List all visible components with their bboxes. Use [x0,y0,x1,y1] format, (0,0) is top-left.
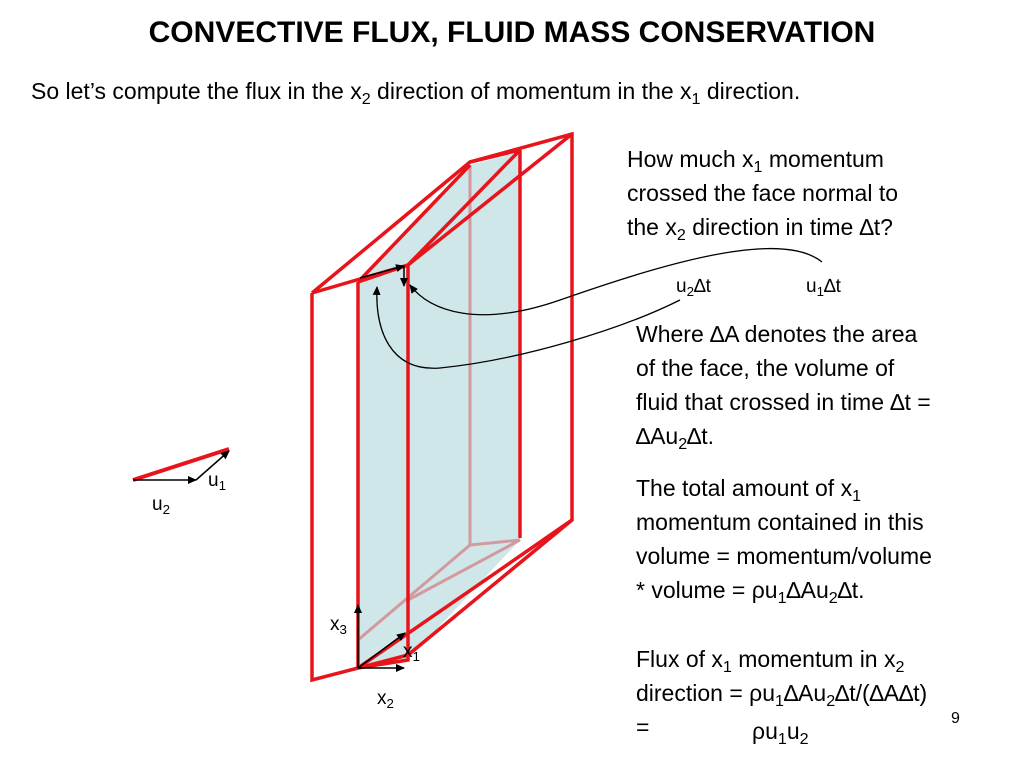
u2-sub: 2 [162,501,170,517]
question-line-1: How much x1 momentum [627,142,898,176]
flux-result: ρu1u2 [752,714,809,748]
where-line-1: Where ∆A denotes the area [636,321,918,347]
u1-sub: 1 [218,477,226,493]
flux-l1b: momentum in x [731,646,896,672]
x1-sub: 1 [412,648,420,664]
slide-subtitle: So let’s compute the flux in the x2 dire… [31,78,801,108]
total-l4-sub2: 2 [828,588,838,607]
question-text: How much x1 momentum crossed the face no… [627,142,898,244]
where-text: Where ∆A denotes the area of the face, t… [636,317,931,453]
flux-line-2: direction = ρu1∆Au2∆t/(∆A∆t) [636,676,927,710]
total-l1a: The total amount of x [636,475,853,501]
question-l3-sub: 2 [676,225,686,244]
flux-l2-sub1: 1 [775,691,784,710]
total-l4c: ∆t. [837,577,865,603]
subtitle-part-2: direction of momentum in the x [370,78,692,104]
u1dt-sub: 1 [816,283,824,299]
u1-component-arrow [195,450,230,481]
where-line-3: fluid that crossed in time ∆t = [636,389,931,415]
x3-sub: 3 [339,621,347,637]
total-l4b: ∆Au [786,577,829,603]
x3-a: x [330,614,340,635]
flux-line-1: Flux of x1 momentum in x2 [636,642,927,676]
flux-l1a: Flux of x [636,646,723,672]
total-line-3: volume = momentum/volume [636,543,932,569]
x2-sub: 2 [386,695,394,711]
subtitle-part-1: So let’s compute the flux in the x [31,78,362,104]
total-l4a: * volume = ρu [636,577,778,603]
subtitle-sub-2: 1 [691,89,701,108]
control-volume-box [310,131,574,683]
question-line-3: the x2 direction in time ∆t? [627,210,898,244]
total-l1-sub: 1 [852,486,862,505]
flux-l2c: ∆t/(∆A∆t) [835,680,928,706]
flux-l1-sub2: 2 [895,657,905,676]
u1-label: u1 [208,470,226,492]
question-l3b: direction in time ∆t? [685,214,893,240]
x1-axis-arrow [357,632,406,669]
where-line-2: of the face, the volume of [636,355,895,381]
where-line-4: ∆Au2∆t. [636,419,931,453]
u1dt-b: ∆t [823,276,841,297]
fluid-face [358,152,520,668]
page-number: 9 [951,710,960,727]
total-l4-sub1: 1 [777,588,787,607]
question-l3a: the x [627,214,677,240]
flux-l2b: ∆Au [783,680,827,706]
flux-text: Flux of x1 momentum in x2 direction = ρu… [636,642,927,744]
question-l1a: How much x [627,146,754,172]
flux-line-3: = [636,714,650,740]
where-l4-sub: 2 [678,434,688,453]
u2dt-sub: 2 [686,283,694,299]
flux-l2-sub2: 2 [826,691,836,710]
x2-axis-label: x2 [377,688,394,710]
u2dt-label: u2∆t [676,276,711,298]
total-line-4: * volume = ρu1∆Au2∆t. [636,573,932,607]
u2dt-b: ∆t [693,276,711,297]
u1-a: u [208,470,219,491]
x1-axis-label: x1 [403,641,420,663]
u2-label: u2 [152,494,170,516]
total-line-1: The total amount of x1 [636,471,932,505]
slide-title: CONVECTIVE FLUX, FLUID MASS CONSERVATION [148,16,876,49]
flux-l1-sub1: 1 [722,657,732,676]
x2-a: x [377,688,387,709]
total-line-2: momentum contained in this [636,509,924,535]
question-l1-sub: 1 [753,157,763,176]
result-a: ρu [752,718,778,744]
result-sub1: 1 [777,729,787,748]
total-text: The total amount of x1 momentum containe… [636,471,932,607]
callout-curve-u1dt [372,286,681,369]
result-sub2: 2 [799,729,809,748]
flux-l2a: direction = ρu [636,680,776,706]
velocity-vector [132,447,230,482]
where-l4a: ∆Au [636,423,679,449]
subtitle-sub-1: 2 [361,89,371,108]
u2dt-a: u [676,276,687,297]
where-l4b: ∆t. [687,423,715,449]
hidden-edges [357,165,521,642]
u2-a: u [152,494,163,515]
subtitle-part-3: direction. [700,78,801,104]
u2dt-mini-arrow [359,264,405,279]
u1dt-a: u [806,276,817,297]
x3-axis-label: x3 [330,614,347,636]
question-l1b: momentum [762,146,884,172]
result-b: u [786,718,800,744]
callout-curve-u2dt [409,247,823,316]
question-line-2: crossed the face normal to [627,180,899,206]
u1dt-label: u1∆t [806,276,841,298]
x1-a: x [403,641,413,662]
